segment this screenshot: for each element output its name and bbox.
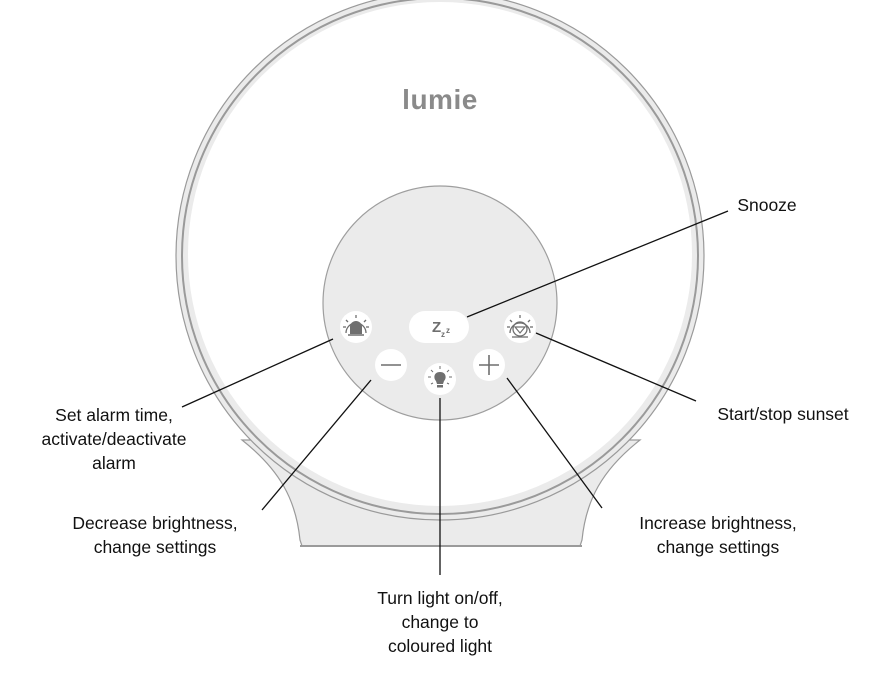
increase-brightness-label: Increase brightness, change settings	[639, 513, 797, 557]
leader-lines	[181, 210, 729, 575]
brand-logo: lumie	[402, 84, 478, 115]
plus-icon	[479, 355, 499, 375]
sunset-button[interactable]	[504, 311, 536, 343]
light-toggle-label: Turn light on/off, change to coloured li…	[377, 588, 503, 656]
sunset-label: Start/stop sunset	[717, 404, 849, 424]
increase-brightness-button[interactable]	[473, 349, 505, 381]
decrease-brightness-button[interactable]	[375, 349, 407, 381]
svg-text:z: z	[441, 330, 445, 339]
snooze-button[interactable]: Z z z	[409, 311, 469, 343]
sunset-leader	[535, 332, 697, 402]
svg-text:Z: Z	[432, 319, 441, 336]
svg-text:z: z	[446, 326, 450, 335]
alarm-leader	[181, 338, 334, 408]
sunset-sun-down-icon	[507, 315, 533, 338]
alarm-button[interactable]	[340, 311, 372, 343]
decrease-leader	[261, 379, 372, 511]
light-toggle-button[interactable]	[424, 363, 456, 395]
snooze-label: Snooze	[737, 195, 797, 215]
snooze-zzz-icon: Z z z	[432, 319, 450, 339]
increase-leader	[506, 377, 603, 509]
snooze-leader	[466, 210, 729, 318]
decrease-brightness-label: Decrease brightness, change settings	[72, 513, 238, 557]
alarm-label: Set alarm time, activate/deactivate alar…	[41, 405, 187, 473]
lightbulb-icon	[428, 366, 452, 388]
